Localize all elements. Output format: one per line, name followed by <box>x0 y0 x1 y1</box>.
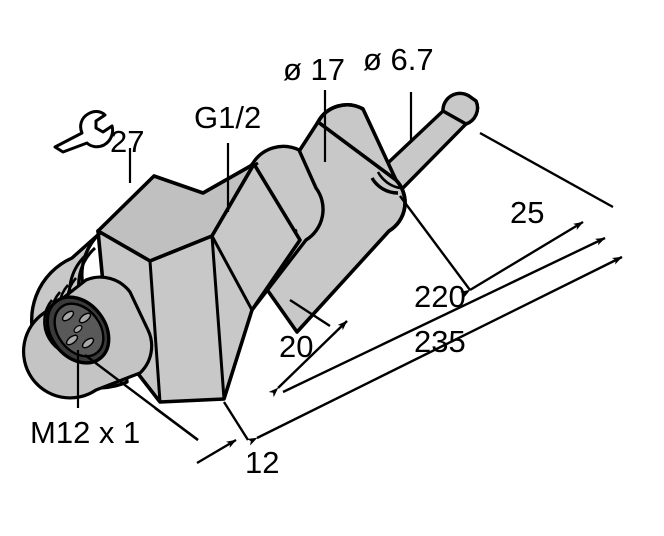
label-body-diameter: ø 17 <box>283 52 345 87</box>
leader-lines <box>76 90 413 408</box>
label-process-thread: G1/2 <box>194 100 261 135</box>
wrench-icon <box>53 110 115 154</box>
dim-line-235 <box>246 255 623 446</box>
label-connector-thread: M12 x 1 <box>30 415 140 450</box>
dim-line-12 <box>196 438 237 465</box>
ext-probe-tip <box>479 131 614 209</box>
text-labels: 27 G1/2 ø 17 ø 6.7 M12 x 1 25 20 220 235… <box>30 42 544 480</box>
ext-shoulder <box>399 195 471 291</box>
dimension-25: 25 <box>510 195 544 230</box>
sensor-assembly <box>21 91 480 404</box>
ext-hexback <box>222 401 250 441</box>
dimension-12: 12 <box>245 445 279 480</box>
dimension-lines <box>84 131 623 465</box>
dimension-220: 220 <box>414 279 466 314</box>
ext-face-left <box>84 354 199 441</box>
dimension-235: 235 <box>414 324 466 359</box>
dimension-20: 20 <box>279 329 313 364</box>
label-wrench-size: 27 <box>110 124 144 159</box>
m12-connector-face <box>45 295 111 365</box>
label-probe-diameter: ø 6.7 <box>363 42 434 77</box>
connector-pins <box>61 310 95 349</box>
probe-rod <box>370 91 480 195</box>
